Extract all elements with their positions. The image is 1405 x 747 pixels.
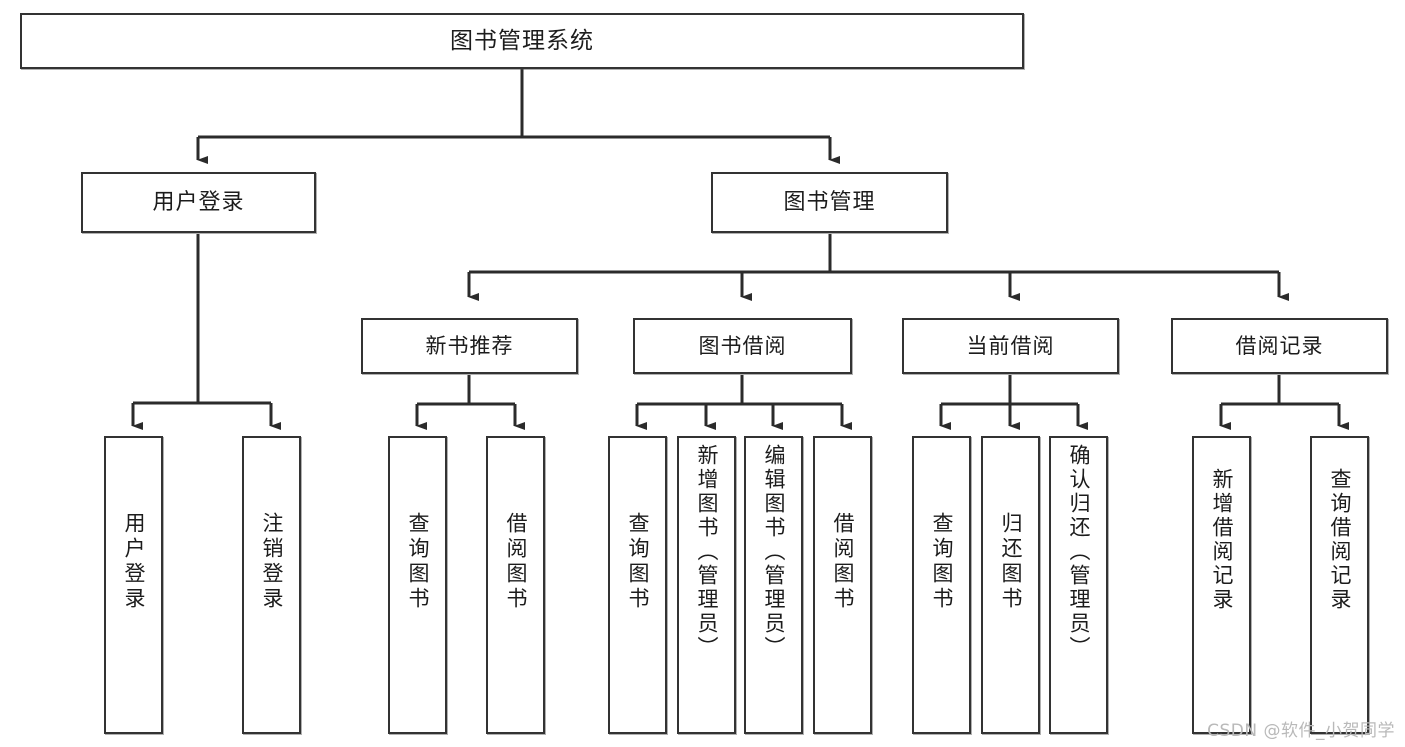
node-leaf-user-login-label: 用户登录 xyxy=(122,512,146,612)
watermark: CSDN @软件_小贺同学 xyxy=(1207,721,1395,741)
node-leaf-query-record-label: 查询借阅记录 xyxy=(1328,468,1352,612)
node-leaf-return-book-label: 归还图书 xyxy=(999,512,1023,612)
node-root-label: 图书管理系统 xyxy=(450,27,594,54)
node-new-book-recommend-label: 新书推荐 xyxy=(425,333,514,358)
node-leaf-user-logout-label: 注销登录 xyxy=(260,512,284,612)
node-borrow-record-label: 借阅记录 xyxy=(1235,333,1324,358)
node-leaf-query-record[interactable]: 查询借阅记录 xyxy=(1310,436,1369,734)
node-user-login-label: 用户登录 xyxy=(152,189,245,215)
node-leaf-add-book-label: 新增图书（管理员） xyxy=(695,444,719,660)
node-leaf-edit-book-label: 编辑图书（管理员） xyxy=(762,444,786,660)
node-leaf-query-book-1[interactable]: 查询图书 xyxy=(388,436,447,734)
node-current-borrow[interactable]: 当前借阅 xyxy=(902,318,1119,374)
node-leaf-confirm-return-label: 确认归还（管理员） xyxy=(1067,444,1091,660)
node-leaf-borrow-book-1[interactable]: 借阅图书 xyxy=(486,436,545,734)
node-leaf-return-book[interactable]: 归还图书 xyxy=(981,436,1040,734)
node-book-manage-label: 图书管理 xyxy=(783,189,876,215)
node-leaf-query-book-3-label: 查询图书 xyxy=(930,512,954,612)
node-leaf-user-logout[interactable]: 注销登录 xyxy=(242,436,301,734)
connector-lines xyxy=(131,69,1349,430)
node-book-borrow[interactable]: 图书借阅 xyxy=(633,318,852,374)
node-leaf-confirm-return[interactable]: 确认归还（管理员） xyxy=(1049,436,1108,734)
node-leaf-add-record[interactable]: 新增借阅记录 xyxy=(1192,436,1251,734)
node-leaf-edit-book[interactable]: 编辑图书（管理员） xyxy=(744,436,803,734)
node-leaf-query-book-2[interactable]: 查询图书 xyxy=(608,436,667,734)
node-new-book-recommend[interactable]: 新书推荐 xyxy=(361,318,578,374)
node-leaf-query-book-2-label: 查询图书 xyxy=(626,512,650,612)
node-leaf-add-record-label: 新增借阅记录 xyxy=(1210,468,1234,612)
node-book-manage[interactable]: 图书管理 xyxy=(711,172,948,233)
node-leaf-borrow-book-2-label: 借阅图书 xyxy=(831,512,855,612)
node-current-borrow-label: 当前借阅 xyxy=(966,333,1055,358)
node-leaf-add-book[interactable]: 新增图书（管理员） xyxy=(677,436,736,734)
node-user-login[interactable]: 用户登录 xyxy=(81,172,316,233)
node-leaf-query-book-3[interactable]: 查询图书 xyxy=(912,436,971,734)
node-leaf-borrow-book-2[interactable]: 借阅图书 xyxy=(813,436,872,734)
node-leaf-user-login[interactable]: 用户登录 xyxy=(104,436,163,734)
node-leaf-query-book-1-label: 查询图书 xyxy=(406,512,430,612)
node-borrow-record[interactable]: 借阅记录 xyxy=(1171,318,1388,374)
node-book-borrow-label: 图书借阅 xyxy=(698,333,787,358)
node-root[interactable]: 图书管理系统 xyxy=(20,13,1024,69)
node-leaf-borrow-book-1-label: 借阅图书 xyxy=(504,512,528,612)
